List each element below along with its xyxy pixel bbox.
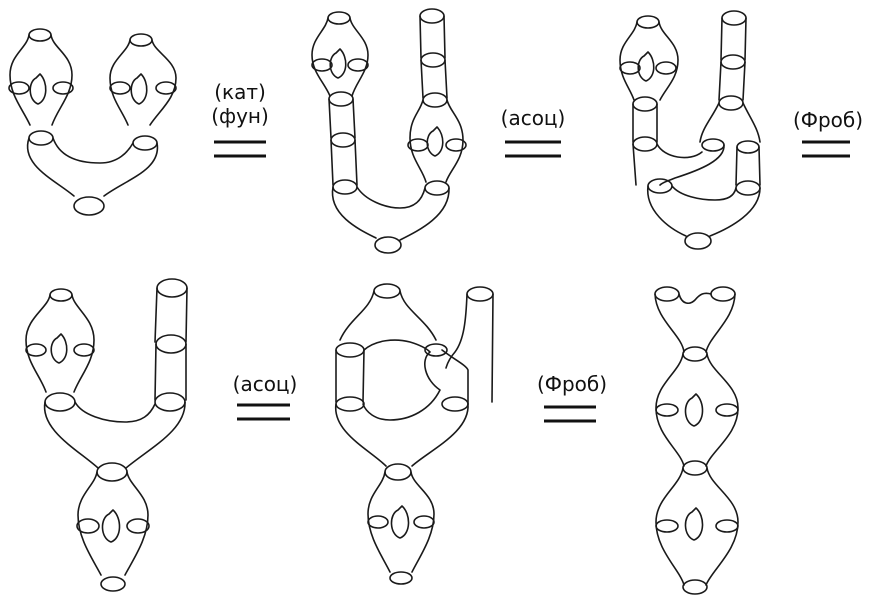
relation-label-1: (кат) (фун) [207,80,273,128]
equals-sign-1 [214,142,266,156]
equals-sign-5 [544,407,596,421]
cobordism-figure-5 [336,284,493,584]
relation-label-4: (асоц) [225,372,305,396]
relation-label-3-line-1: (Фроб) [788,108,868,132]
equals-sign-3 [802,142,850,156]
relation-label-2: (асоц) [493,106,573,130]
cobordism-figure-2 [312,9,466,253]
relation-label-4-line-1: (асоц) [225,372,305,396]
relation-label-5: (Фроб) [530,372,614,396]
relation-label-5-line-1: (Фроб) [530,372,614,396]
relation-label-1-line-1: (кат) [207,80,273,104]
cobordism-figure-6 [655,287,738,594]
relation-label-3: (Фроб) [788,108,868,132]
relation-label-1-line-2: (фун) [207,104,273,128]
equals-sign-2 [505,142,561,156]
relation-label-2-line-1: (асоц) [493,106,573,130]
cobordism-figure-4 [26,279,187,591]
equals-sign-4 [237,405,290,419]
cobordism-figure-1 [9,29,176,215]
cobordism-figure-3 [620,11,760,249]
